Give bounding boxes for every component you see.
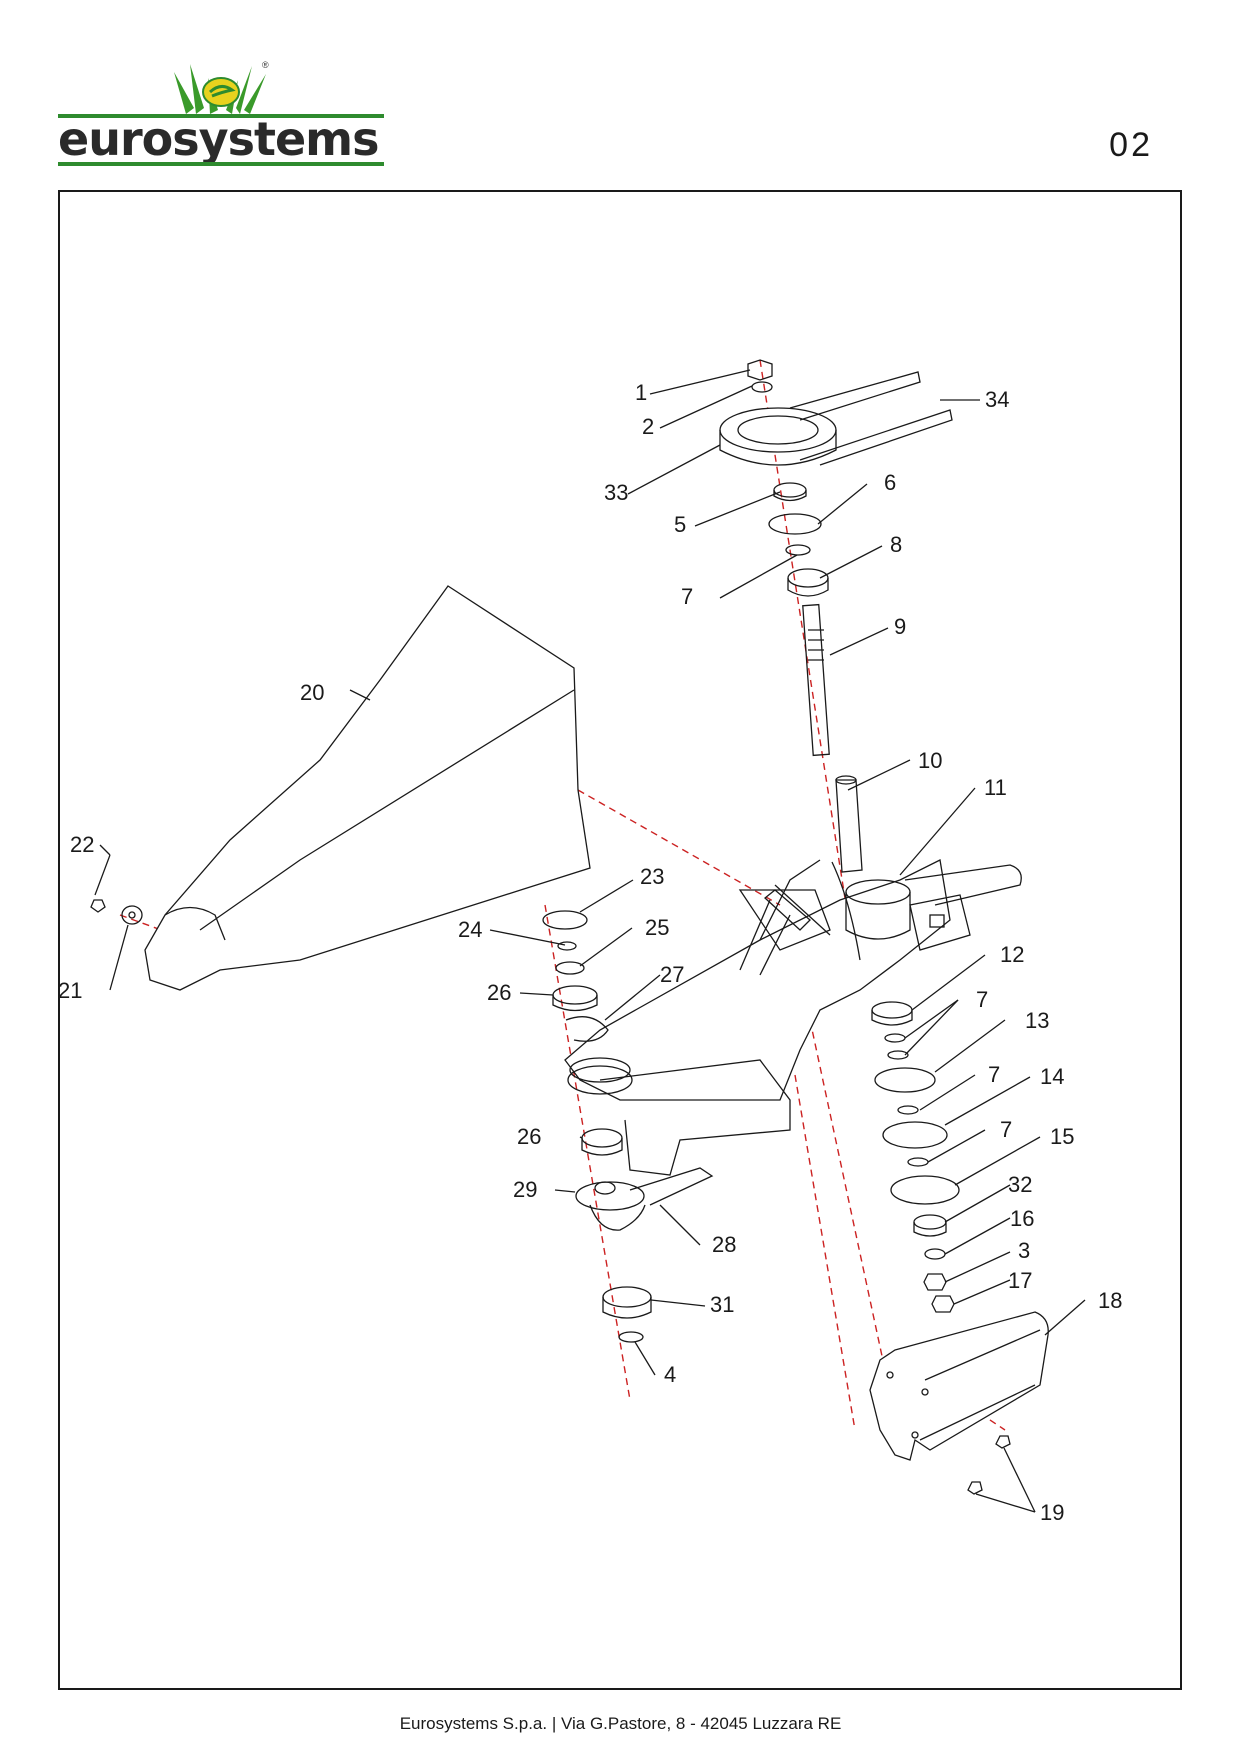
brand-name: eurosystems [58, 112, 379, 166]
logo-bar-bottom [58, 162, 384, 166]
brand-logo: ® eurosystems [58, 58, 388, 168]
callout-21: 21 [58, 978, 82, 1003]
callout-7-a: 7 [681, 584, 693, 609]
callout-2: 2 [642, 414, 654, 439]
callout-7-c: 7 [988, 1062, 1000, 1087]
callout-34: 34 [985, 387, 1009, 412]
callout-9: 9 [894, 614, 906, 639]
callout-12: 12 [1000, 942, 1024, 967]
callout-29: 29 [513, 1177, 537, 1202]
callout-8: 8 [890, 532, 902, 557]
callout-10: 10 [918, 748, 942, 773]
callout-3: 3 [1018, 1238, 1030, 1263]
grass-emblem-icon: ® [174, 60, 269, 114]
callout-7-b: 7 [976, 987, 988, 1012]
right-bearing-stack [871, 1001, 960, 1313]
callout-25: 25 [645, 915, 669, 940]
callout-18: 18 [1098, 1288, 1122, 1313]
diagram-frame [58, 190, 1182, 1690]
page-number: 02 [1109, 126, 1153, 164]
drive-guard-cover [869, 1311, 1049, 1461]
callout-20: 20 [300, 680, 324, 705]
leader-lines [94, 369, 1086, 1513]
logo-bar-top [58, 114, 384, 118]
callout-27: 27 [660, 962, 684, 987]
bolts [967, 1435, 1011, 1495]
callout-6: 6 [884, 470, 896, 495]
callout-31: 31 [710, 1292, 734, 1317]
linkage-rod [739, 889, 811, 976]
washer-nut [90, 899, 143, 925]
callout-4: 4 [664, 1362, 676, 1387]
callout-1: 1 [635, 380, 647, 405]
callout-16: 16 [1010, 1206, 1034, 1231]
callout-28: 28 [712, 1232, 736, 1257]
callout-26-a: 26 [487, 980, 511, 1005]
callout-26-b: 26 [517, 1124, 541, 1149]
callout-19: 19 [1040, 1500, 1064, 1525]
top-pulley-stack [719, 359, 953, 873]
callout-5: 5 [674, 512, 686, 537]
footer-address: Eurosystems S.p.a. | Via G.Pastore, 8 - … [399, 1714, 842, 1733]
callout-17: 17 [1008, 1268, 1032, 1293]
callout-14: 14 [1040, 1064, 1064, 1089]
registered-mark: ® [262, 60, 269, 70]
drive-column [831, 861, 1022, 961]
callout-32: 32 [1008, 1172, 1032, 1197]
left-bearing-stack [542, 910, 714, 1343]
callout-15: 15 [1050, 1124, 1074, 1149]
callout-23: 23 [640, 864, 664, 889]
callout-labels: 1 2 34 33 6 5 8 7 9 10 11 20 22 23 24 25… [58, 380, 1122, 1525]
deck-arm [564, 859, 951, 1176]
callout-24: 24 [458, 917, 482, 942]
callout-13: 13 [1025, 1008, 1049, 1033]
callout-22: 22 [70, 832, 94, 857]
callout-33: 33 [604, 480, 628, 505]
callout-11: 11 [984, 775, 1007, 800]
grass-chute [144, 585, 591, 991]
callout-7-d: 7 [1000, 1117, 1012, 1142]
